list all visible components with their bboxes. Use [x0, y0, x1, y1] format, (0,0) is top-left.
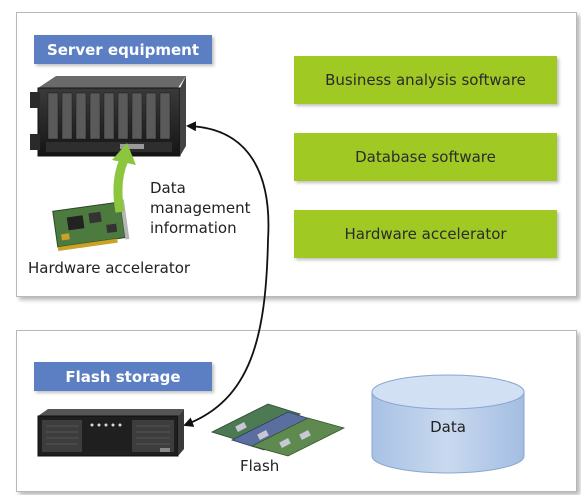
hardware-accelerator-caption: Hardware accelerator	[28, 259, 191, 277]
database-cylinder-icon	[371, 374, 525, 474]
business-analysis-software-box: Business analysis software	[294, 56, 557, 104]
flash-caption: Flash	[240, 457, 280, 475]
data-management-information-caption: Data management information	[150, 178, 250, 238]
data-flow-arrow	[186, 121, 270, 241]
storage-array-icon	[37, 409, 184, 457]
server-equipment-label: Server equipment	[34, 35, 212, 64]
data-label: Data	[430, 418, 466, 436]
data-flow-arrow-lower	[183, 239, 269, 427]
hardware-accelerator-box: Hardware accelerator	[294, 210, 557, 258]
accelerator-card-icon	[52, 199, 130, 251]
blade-server-icon	[30, 76, 186, 157]
caption-line: Data	[150, 179, 186, 197]
caption-line: information	[150, 219, 237, 237]
caption-line: management	[150, 199, 251, 217]
database-software-box: Database software	[294, 133, 557, 181]
flash-modules-icon	[210, 403, 346, 457]
green-arrowhead	[112, 143, 136, 165]
flash-storage-label: Flash storage	[34, 362, 212, 391]
